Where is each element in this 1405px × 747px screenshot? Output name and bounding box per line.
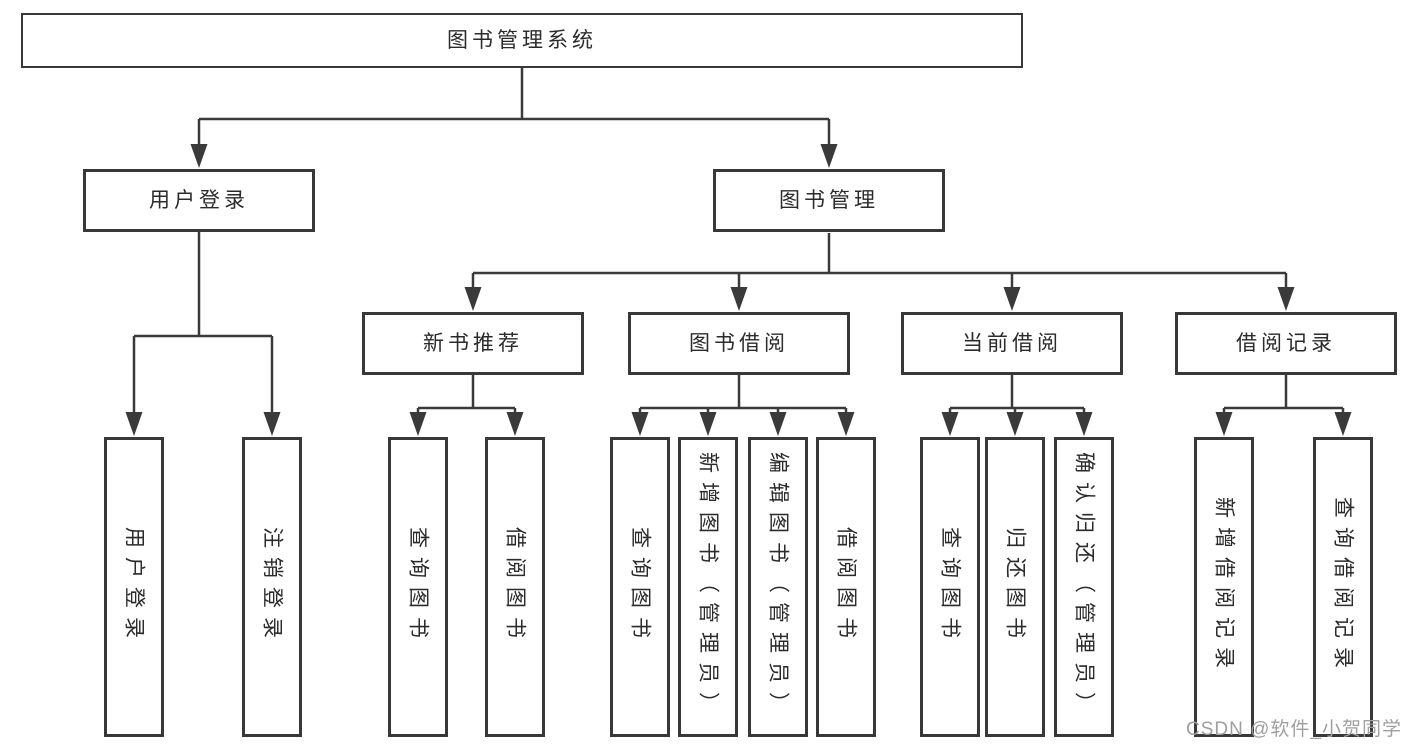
node-book-management-label: 图书管理	[779, 189, 879, 212]
node-book-management: 图书管理	[713, 169, 945, 232]
leaf-borrow-book: 借阅图书	[816, 437, 876, 737]
node-new-book-recommend: 新书推荐	[362, 312, 584, 375]
leaf-return-book-label: 归还图书	[1003, 527, 1027, 647]
leaf-return-book: 归还图书	[985, 437, 1045, 737]
leaf-borrow-book-recommend: 借阅图书	[485, 437, 545, 737]
leaf-confirm-return-admin-label: 确认归还（管理员）	[1072, 452, 1096, 722]
leaf-add-book-admin-label: 新增图书（管理员）	[696, 452, 720, 722]
leaf-query-book-recommend: 查询图书	[388, 437, 448, 737]
leaf-query-book-recommend-label: 查询图书	[406, 527, 430, 647]
node-book-borrow: 图书借阅	[628, 312, 850, 375]
leaf-add-book-admin: 新增图书（管理员）	[678, 437, 738, 737]
leaf-borrow-book-recommend-label: 借阅图书	[503, 527, 527, 647]
leaf-logout-login-label: 注销登录	[260, 527, 284, 647]
node-current-borrow: 当前借阅	[901, 312, 1123, 375]
node-library-system-label: 图书管理系统	[447, 29, 597, 52]
node-book-borrow-label: 图书借阅	[689, 332, 789, 355]
leaf-query-book-borrow-label: 查询图书	[628, 527, 652, 647]
node-borrow-record: 借阅记录	[1175, 312, 1397, 375]
node-current-borrow-label: 当前借阅	[962, 332, 1062, 355]
leaf-logout-login: 注销登录	[242, 437, 302, 737]
leaf-user-login-label: 用户登录	[122, 527, 146, 647]
node-borrow-record-label: 借阅记录	[1236, 332, 1336, 355]
node-library-system: 图书管理系统	[21, 13, 1023, 68]
node-user-login: 用户登录	[83, 169, 315, 232]
leaf-add-borrow-record: 新增借阅记录	[1194, 437, 1254, 737]
leaf-query-book-current-label: 查询图书	[938, 527, 962, 647]
node-user-login-label: 用户登录	[149, 189, 249, 212]
leaf-query-borrow-record-label: 查询借阅记录	[1331, 497, 1355, 677]
leaf-query-book-borrow: 查询图书	[610, 437, 670, 737]
leaf-add-borrow-record-label: 新增借阅记录	[1212, 497, 1236, 677]
leaf-query-book-current: 查询图书	[920, 437, 980, 737]
node-new-book-recommend-label: 新书推荐	[423, 332, 523, 355]
csdn-watermark: CSDN @软件_小贺同学	[1186, 719, 1402, 740]
leaf-borrow-book-label: 借阅图书	[834, 527, 858, 647]
leaf-edit-book-admin-label: 编辑图书（管理员）	[766, 452, 790, 722]
leaf-confirm-return-admin: 确认归还（管理员）	[1054, 437, 1114, 737]
leaf-edit-book-admin: 编辑图书（管理员）	[748, 437, 808, 737]
leaf-user-login: 用户登录	[104, 437, 164, 737]
arrowheads	[125, 144, 1352, 436]
leaf-query-borrow-record: 查询借阅记录	[1313, 437, 1373, 737]
